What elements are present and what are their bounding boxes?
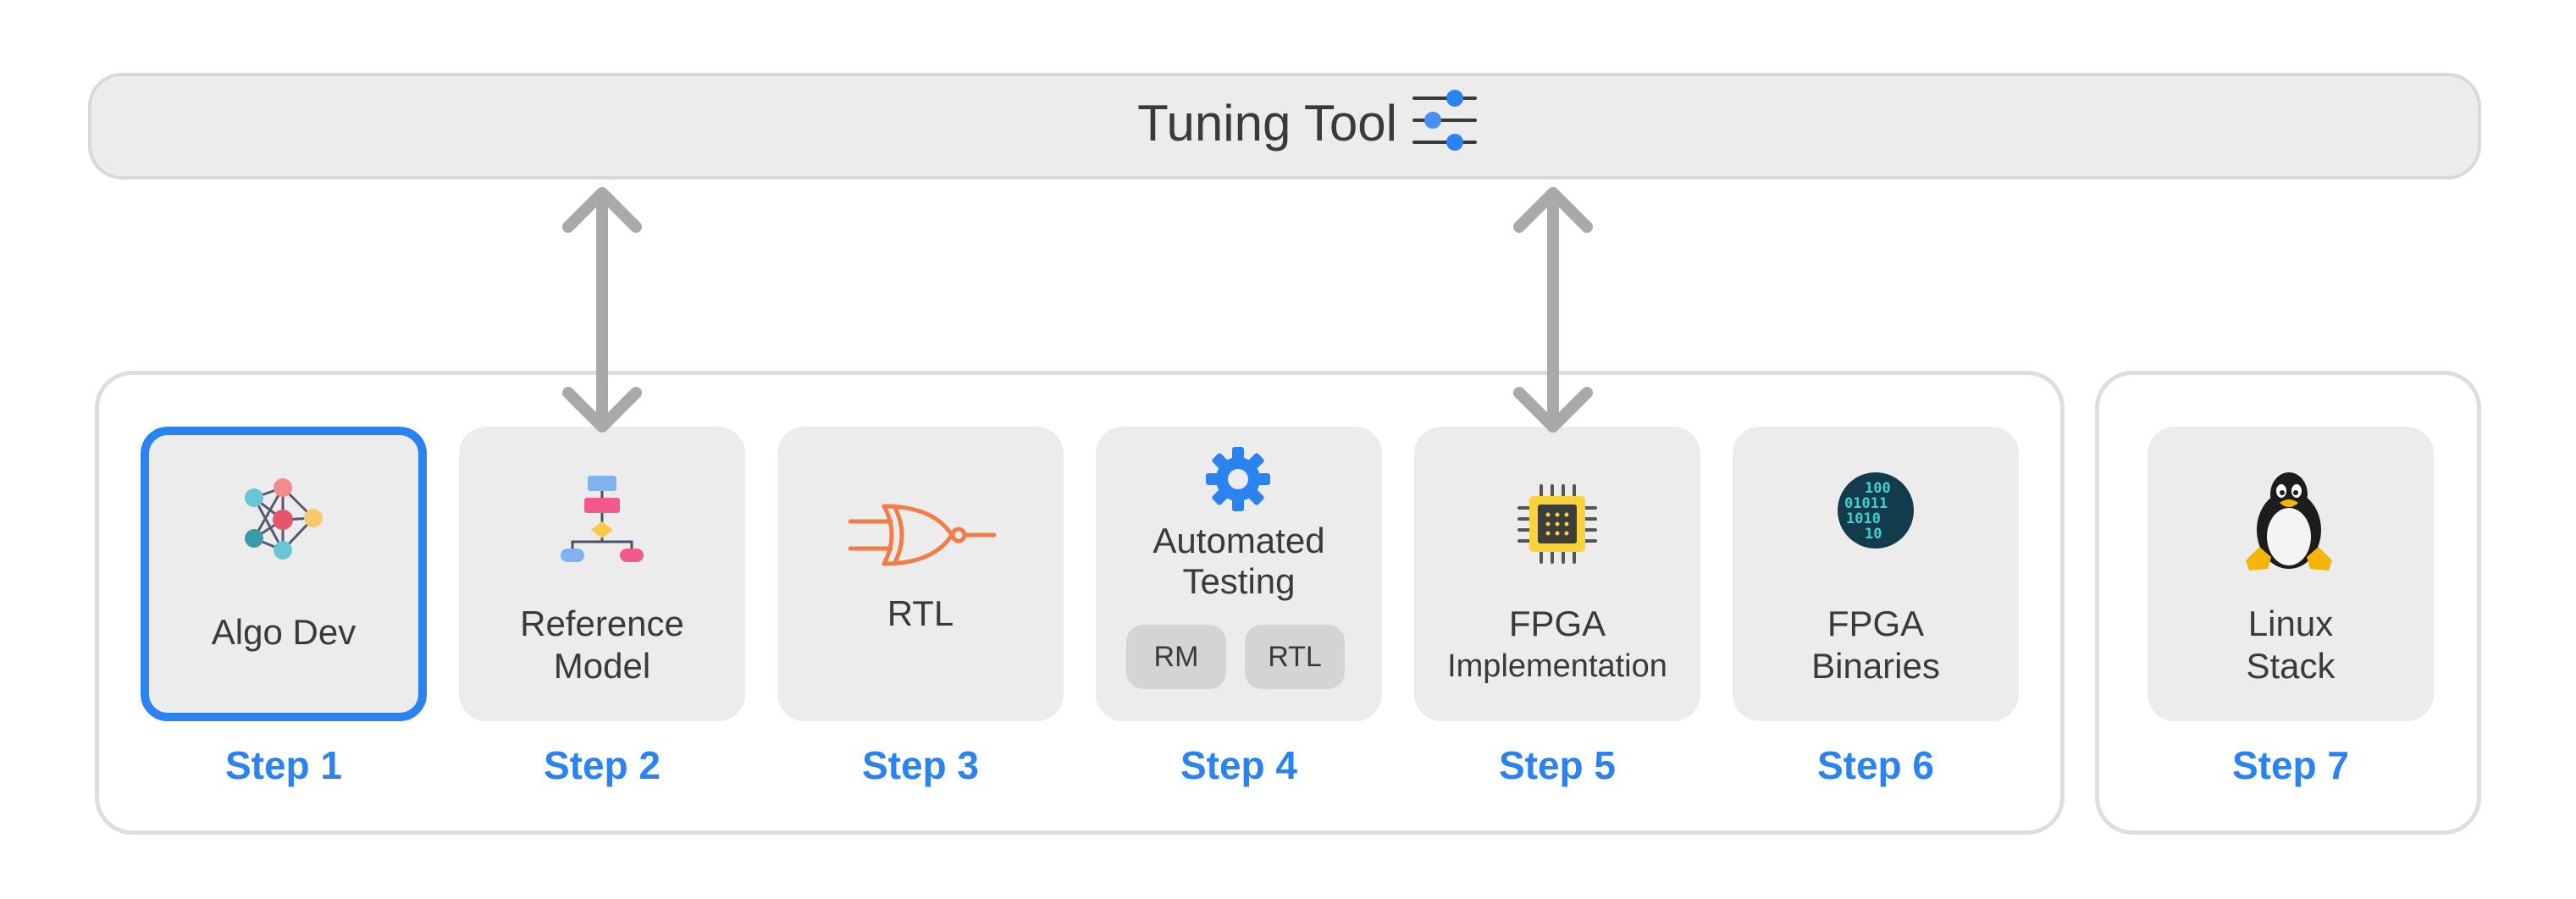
svg-text:1010: 1010 — [1846, 510, 1881, 527]
card-reference-model[interactable]: Reference Model — [459, 427, 745, 721]
card-label-line-1: Automated — [1153, 521, 1325, 560]
card-fpga-binaries[interactable]: 100 01011 1010 10 FPGA Binaries — [1733, 427, 2019, 721]
step-label-4: Step 4 — [1180, 743, 1298, 787]
card-label-line-2: Stack — [2246, 646, 2336, 686]
step-label-1: Step 1 — [224, 743, 343, 787]
logic-gate-icon — [849, 504, 997, 566]
chip-rm[interactable]: RM — [1126, 625, 1226, 689]
card-rtl[interactable]: RTL — [777, 427, 1064, 721]
flowchart-icon — [561, 476, 644, 562]
chip-rtl[interactable]: RTL — [1245, 625, 1345, 689]
step-label-3: Step 3 — [861, 743, 980, 787]
chip-icon — [1517, 484, 1597, 564]
neural-network-icon — [245, 478, 323, 560]
gear-icon — [1206, 447, 1270, 511]
tuning-tool-bar[interactable] — [88, 73, 2481, 179]
card-label-line-1: FPGA — [1827, 604, 1925, 643]
svg-text:100: 100 — [1865, 480, 1891, 497]
step-label-7: Step 7 — [2231, 743, 2350, 787]
step-label-6: Step 6 — [1816, 743, 1935, 787]
card-label-line-1: FPGA — [1508, 604, 1606, 643]
card-label-line-1: Linux — [2247, 604, 2334, 643]
card-fpga-implementation[interactable]: FPGA Implementation — [1414, 427, 1700, 721]
svg-text:10: 10 — [1865, 526, 1882, 543]
penguin-icon — [2246, 472, 2332, 571]
svg-text:01011: 01011 — [1844, 495, 1888, 512]
card-label-line-1: Reference — [520, 604, 684, 643]
card-label-line-2: Testing — [1182, 561, 1296, 601]
card-label-line-2: Model — [553, 646, 651, 686]
card-automated-testing[interactable]: Automated Testing RM RTL — [1096, 427, 1382, 721]
card-algo-dev[interactable]: Algo Dev — [141, 427, 427, 721]
step-label-5: Step 5 — [1498, 743, 1617, 787]
card-label: Algo Dev — [211, 612, 357, 652]
card-linux-stack[interactable]: Linux Stack — [2148, 427, 2434, 721]
card-label-line-2: Binaries — [1811, 646, 1940, 686]
binary-globe-icon: 100 01011 1010 10 — [1838, 472, 1914, 549]
card-label-line-2: Implementation — [1447, 648, 1667, 684]
card-label: RTL — [887, 593, 954, 633]
step-label-2: Step 2 — [543, 743, 661, 787]
sliders-icon — [1412, 90, 1477, 151]
tuning-tool-title: Tuning Tool — [1137, 95, 1397, 152]
